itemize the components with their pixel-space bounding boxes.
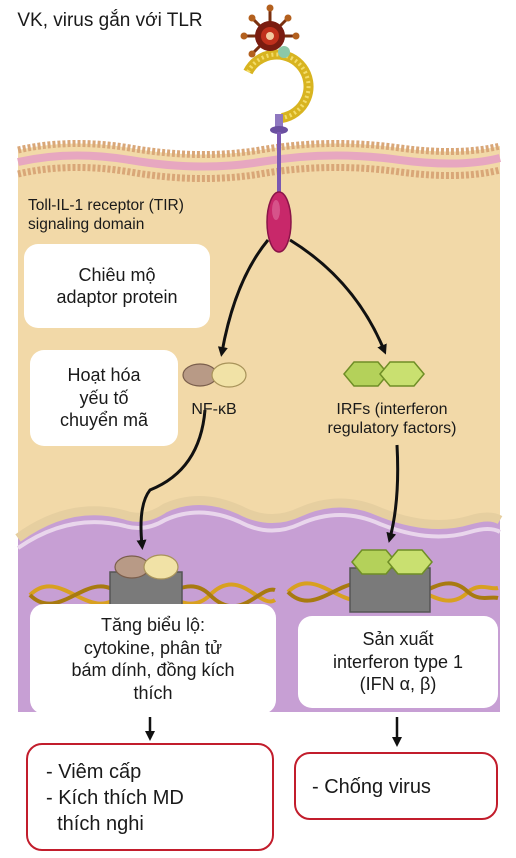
irf-label-line2: regulatory factors) [327,420,457,438]
outcome-left-item: thích nghi [46,813,144,835]
virus-icon [240,4,300,58]
irf-label: IRFs (interferon regulatory factors) [302,400,482,438]
tir-label-line1: Toll-IL-1 receptor (TIR) [28,197,184,214]
expression-line4: thích [133,682,173,703]
nfkb-complex-nucleus [114,554,179,580]
tir-domain [266,191,292,253]
irf-label-line1: IRFs (interferon [336,401,448,418]
dna-helix-right [286,567,499,613]
outcome-right-box: - Chống virus [294,752,498,820]
arrow-irf-to-nucleus [386,444,400,543]
step-activate-line1: Hoạt hóa [67,365,141,386]
interferon-box: Sản xuất interferon type 1 (IFN α, β) [298,616,498,708]
cell-membrane [17,139,501,183]
nfkb-complex-cytoplasm [182,362,247,388]
outcome-right-list: - Chống virus [312,774,496,800]
outcome-left-box: - Viêm cấp - Kích thích MD thích nghi [26,743,274,851]
nfkb-label: NF-κB [191,401,237,418]
step-activate-box: Hoạt hóa yếu tố chuyển mã [30,350,178,446]
irf-complex-nucleus [351,549,433,575]
interferon-line2: interferon type 1 [332,651,464,672]
step-adaptor-line2: adaptor protein [56,287,178,307]
interferon-line1: Sản xuất [362,629,434,650]
arrow-nfkb-to-nucleus [136,409,207,550]
tlr-receptor [243,49,314,195]
step-activate-line3: chuyển mã [59,410,149,431]
expression-line1: Tăng biểu lộ: [100,615,206,635]
step-adaptor-box: Chiêu mộ adaptor protein [24,244,210,328]
expression-box: Tăng biểu lộ: cytokine, phân tử bám dính… [30,604,276,714]
dna-binding-site-right [349,567,431,613]
arrow-tir-to-irf [289,238,387,355]
outcome-right-item: - Chống virus [312,776,431,798]
tir-label-line2: signaling domain [28,216,145,234]
tir-label: Toll-IL-1 receptor (TIR) signaling domai… [28,196,268,235]
step-adaptor-line1: Chiêu mộ [78,264,156,285]
title-label: VK, virus gắn với TLR [17,10,203,31]
step-activate-line2: yếu tố [79,387,129,408]
expression-line3: bám dính, đồng kích [71,660,235,680]
outcome-left-item: - Kích thích MD [46,787,184,809]
irf-complex-cytoplasm [343,361,425,387]
interferon-line3: (IFN α, β) [359,674,437,695]
expression-line2: cytokine, phân tử [83,637,223,658]
arrow-tir-to-nfkb [217,239,270,357]
outcome-left-list: - Viêm cấp - Kích thích MD thích nghi [46,759,272,837]
outcome-left-item: - Viêm cấp [46,761,142,783]
